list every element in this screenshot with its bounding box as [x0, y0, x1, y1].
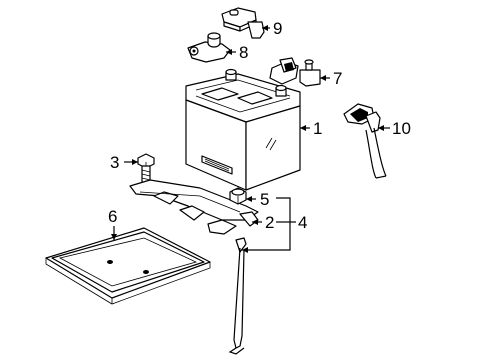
callout-8: 8 — [239, 43, 248, 62]
leader-lines — [111, 25, 390, 253]
callout-6: 6 — [108, 207, 117, 226]
negative-terminal-part — [187, 32, 231, 63]
nut-part — [229, 187, 247, 205]
cable-part — [343, 103, 387, 179]
callout-5: 5 — [260, 190, 269, 209]
hold-down-bracket-part — [129, 179, 259, 235]
battery-part — [185, 68, 301, 191]
callout-10: 10 — [392, 119, 411, 138]
callout-9: 9 — [273, 19, 282, 38]
terminal-cover-part — [221, 7, 265, 39]
hold-down-rod-part — [228, 237, 247, 355]
battery-tray-part — [45, 227, 211, 305]
callout-7: 7 — [333, 69, 342, 88]
callout-1: 1 — [313, 119, 322, 138]
positive-terminal-part — [269, 57, 321, 87]
callout-3: 3 — [110, 153, 119, 172]
callout-4: 4 — [298, 213, 307, 232]
callout-2: 2 — [265, 213, 274, 232]
